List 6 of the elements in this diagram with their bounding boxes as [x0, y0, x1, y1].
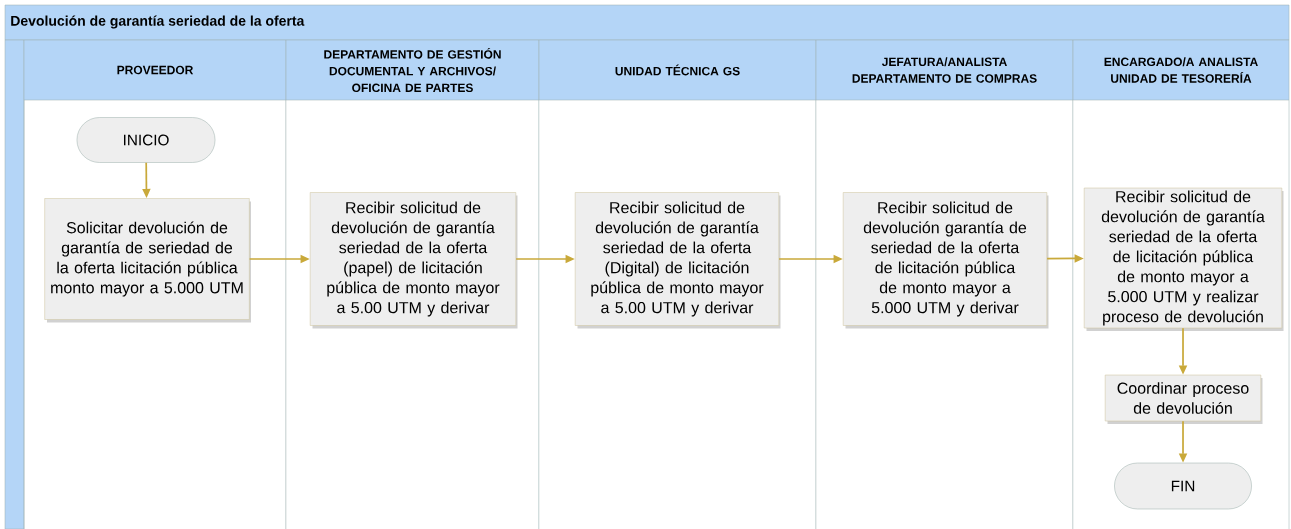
process-box: Coordinar proceso de devolución	[1104, 374, 1263, 424]
process-box: Recibir solicitud de devolución de garantía seriedad de la oferta (papel) de licitación pública de monto mayor a 5.00 UTM y derivar	[309, 192, 518, 329]
process-box: Recibir solicitud de devolución de garantía seriedad de la oferta (Digital) de licitación pública de monto mayor a 5.00 UTM y derivar	[574, 192, 781, 329]
process-box: Recibir solicitud de devolución garantía de seriedad de la oferta de licitación pública de monto mayor a 5.000 UTM y derivar	[842, 192, 1049, 329]
process-box: Solicitar devolución de garantía de seriedad de la oferta licitación pública monto mayor a 5.000 UTM	[44, 198, 251, 323]
process-box: Recibir solicitud de devolución de garantía seriedad de la oferta de licitación pública de monto mayor a 5.000 UTM y realizar proceso de devolución	[1083, 187, 1284, 331]
